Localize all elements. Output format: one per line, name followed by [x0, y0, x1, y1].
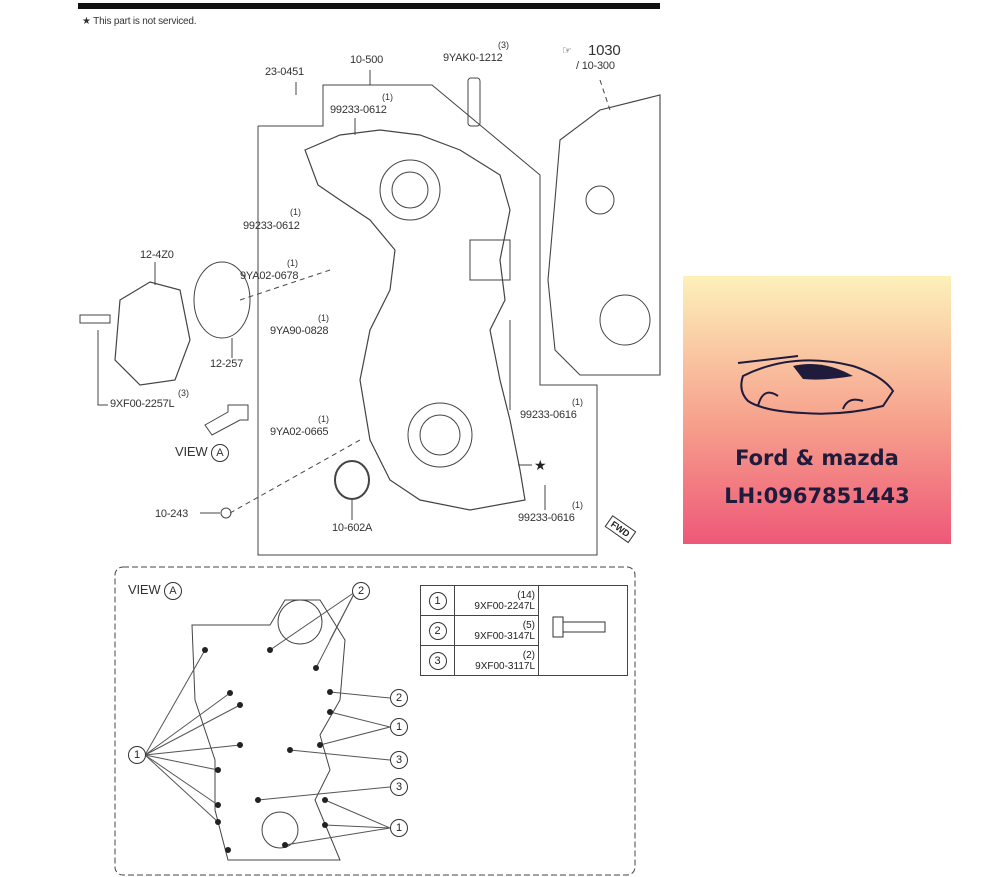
star-icon: ★	[82, 16, 91, 27]
part-qty: (1)	[290, 207, 301, 217]
part-label: 99233-0616	[518, 512, 575, 524]
part-label: 9YAK0-1212	[443, 52, 503, 64]
bolt-qty: (2)	[522, 649, 535, 661]
bolt-row: 3 (2)9XF00-3117L	[420, 645, 628, 676]
part-label: 12-4Z0	[140, 249, 174, 261]
part-qty: (1)	[287, 258, 298, 268]
part-label: 23-0451	[265, 66, 304, 78]
callout-3: 3	[390, 778, 408, 796]
bolt-table: 1 (14)9XF00-2247L 2 (5)9XF00-3147L 3 (2)…	[420, 585, 628, 676]
note-text: This part is not serviced.	[93, 16, 197, 27]
part-label: 12-257	[210, 358, 244, 370]
part-qty: (1)	[572, 500, 583, 510]
vacuum-pump	[114, 281, 191, 386]
top-rule	[78, 3, 660, 9]
part-label: 9YA02-0665	[270, 426, 329, 438]
o-ring	[193, 261, 251, 339]
sports-car-icon	[737, 355, 895, 415]
part-label: 99233-0612	[243, 220, 300, 232]
part-qty: (1)	[572, 397, 583, 407]
part-label: 9YA02-0678	[240, 270, 299, 282]
view-a-label: VIEW A	[175, 444, 229, 462]
part-label: 9YA90-0828	[270, 325, 329, 337]
part-label: 1030	[588, 42, 621, 59]
bolt-num: 2	[428, 621, 447, 640]
ad-title: Ford & mazda	[735, 446, 899, 470]
part-label: 99233-0616	[520, 409, 577, 421]
not-serviced-note: ★ This part is not serviced.	[82, 16, 197, 27]
bolt-code: 9XF00-3147L	[474, 630, 535, 642]
timing-cover	[304, 129, 526, 511]
part-label: / 10-300	[576, 60, 615, 72]
view-a-panel	[114, 566, 636, 876]
part-label: 10-243	[155, 508, 189, 520]
not-serviced-star-icon: ★	[534, 457, 547, 473]
callout-frame	[257, 84, 598, 556]
part-qty: (3)	[498, 40, 509, 50]
ad-phone: LH:0967851443	[724, 484, 910, 508]
callout-3: 3	[390, 751, 408, 769]
part-label: 10-500	[350, 54, 384, 66]
bolt-code: 9XF00-2247L	[474, 600, 535, 612]
view-text: VIEW	[128, 582, 161, 597]
bolt-row: 1 (14)9XF00-2247L	[420, 585, 628, 676]
bolt-qty: (5)	[522, 619, 535, 631]
part-qty: (1)	[318, 414, 329, 424]
bolt-qty: (14)	[517, 589, 535, 601]
bolt-row: 2 (5)9XF00-3147L	[420, 615, 628, 646]
callout-1: 1	[128, 746, 146, 764]
view-letter: A	[163, 582, 182, 600]
bolt-num: 1	[428, 591, 447, 610]
bolt-code: 9XF00-3117L	[475, 660, 535, 672]
view-panel-title: VIEW A	[128, 582, 182, 600]
part-qty: (3)	[178, 388, 189, 398]
part-label: 99233-0612	[330, 104, 387, 116]
view-arrow-icon	[204, 404, 249, 436]
callout-2: 2	[390, 689, 408, 707]
callout-1: 1	[390, 718, 408, 736]
part-qty: (1)	[382, 92, 393, 102]
bolt-num: 3	[428, 651, 447, 670]
part-qty: (1)	[318, 313, 329, 323]
part-label: 10-602A	[332, 522, 373, 534]
engine-block	[547, 94, 661, 376]
view-text: VIEW	[175, 444, 208, 459]
view-letter: A	[210, 444, 229, 462]
reference-hand-icon: ☞	[562, 45, 572, 57]
callout-2: 2	[352, 582, 370, 600]
callout-1: 1	[390, 819, 408, 837]
part-label: 9XF00-2257L	[110, 398, 175, 410]
ad-banner: Ford & mazda LH:0967851443	[683, 276, 951, 544]
